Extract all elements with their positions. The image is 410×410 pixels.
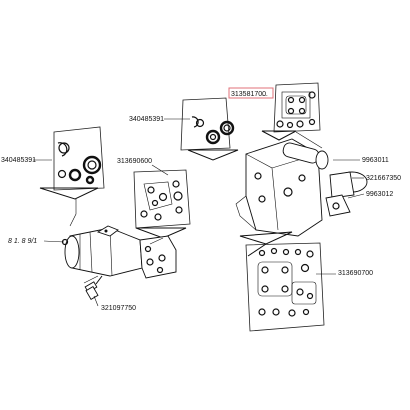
label-340485391-left[interactable]: 340485391 [1, 157, 36, 164]
leader-kit-center [151, 164, 169, 176]
leader-motor-ref [43, 240, 65, 243]
leader-line-top-right [295, 131, 323, 149]
label-321097750[interactable]: 321097750 [101, 305, 136, 312]
seal-kit-center[interactable] [180, 97, 235, 151]
label-313581700[interactable]: 313581700 [231, 91, 266, 98]
kit-bag-313690700[interactable] [245, 242, 325, 332]
leader-321097750 [93, 295, 99, 307]
seal-kit-left[interactable] [53, 126, 105, 191]
highlight-box [228, 87, 274, 99]
motor-ref-circle [61, 238, 69, 246]
kit-bag-313581700[interactable] [273, 82, 321, 133]
kit-bag-313690600[interactable] [133, 169, 191, 229]
hydraulic-motor[interactable] [64, 225, 177, 279]
label-313690600[interactable]: 313690600 [117, 158, 152, 165]
leader-arrow-seal-center [187, 149, 239, 161]
fitting-321097750[interactable] [83, 275, 99, 300]
leader-9963012 [347, 193, 365, 199]
label-motor-ref[interactable]: 8 1. 8 9/1 [8, 238, 37, 245]
leader-to-bottom-kit [247, 243, 267, 257]
label-9963011[interactable]: 9963011 [362, 157, 389, 164]
leader-arrow-valve [239, 231, 293, 245]
valve-block-assembly[interactable] [235, 138, 368, 237]
leader-arrow-seal-left [39, 187, 99, 200]
label-340485391-center[interactable]: 340485391 [129, 116, 164, 123]
leader-to-motor-right [149, 237, 164, 245]
leader-to-motor-left [69, 199, 77, 227]
leader-arrow-top-right [261, 130, 297, 141]
leader-arrow-kit-center [135, 227, 187, 239]
label-313690700[interactable]: 313690700 [338, 270, 373, 277]
label-9963012[interactable]: 9963012 [366, 191, 393, 198]
leader-fitting-motor [95, 275, 103, 285]
label-321667350[interactable]: 321667350 [366, 175, 401, 182]
label-ellipsis: ... [262, 91, 268, 98]
